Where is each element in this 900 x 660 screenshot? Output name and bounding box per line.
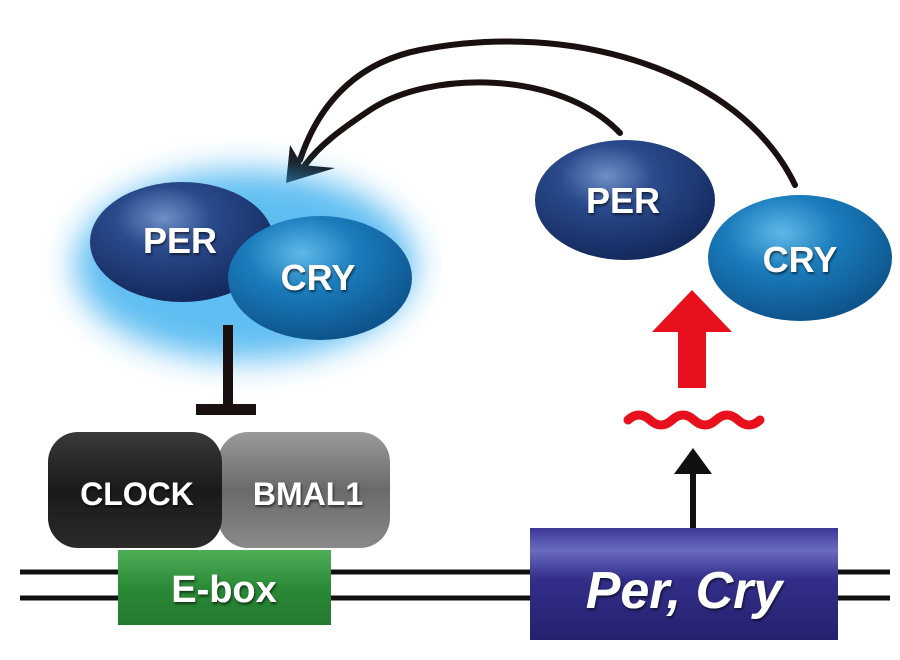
per-return-arrow — [302, 79, 623, 168]
arrowhead-icon — [286, 145, 335, 183]
per-complex-label: PER — [143, 220, 217, 261]
per-protein-complex — [90, 182, 274, 302]
cytoplasmic-proteins: PER CRY — [535, 140, 892, 321]
translation-arrow-icon — [652, 290, 732, 388]
cry-return-arrow — [297, 38, 798, 188]
cry-protein-complex — [228, 216, 412, 340]
bmal1-protein — [218, 432, 390, 548]
per-cry-complex: PER CRY — [75, 170, 415, 360]
feedback-arrows — [286, 38, 798, 188]
inhibition-symbol — [196, 325, 256, 415]
clock-label: CLOCK — [80, 476, 194, 512]
bmal1-label: BMAL1 — [253, 476, 363, 512]
ebox-label: E-box — [171, 569, 277, 611]
transcription-arrow-stem — [690, 468, 696, 528]
per-cry-gene: Per, Cry — [530, 528, 838, 640]
clock-bmal1-heterodimer: CLOCK BMAL1 — [48, 432, 390, 548]
ebox-element: E-box — [118, 550, 331, 625]
ebox-box — [118, 550, 331, 625]
cry-complex-label: CRY — [281, 257, 356, 298]
inhibition-bar-icon — [196, 404, 256, 415]
gene-label: Per, Cry — [586, 562, 786, 620]
clock-protein — [48, 432, 222, 548]
per-protein — [535, 140, 715, 260]
transcription-arrow — [674, 448, 712, 528]
translation-arrow — [652, 290, 732, 388]
transcription-arrowhead-icon — [674, 448, 712, 474]
gene-box — [530, 528, 838, 640]
cry-protein — [708, 195, 892, 321]
per-label: PER — [586, 180, 660, 221]
mrna-squiggle-icon — [623, 410, 765, 430]
inhibition-stem — [223, 325, 233, 410]
cry-label: CRY — [763, 239, 838, 280]
